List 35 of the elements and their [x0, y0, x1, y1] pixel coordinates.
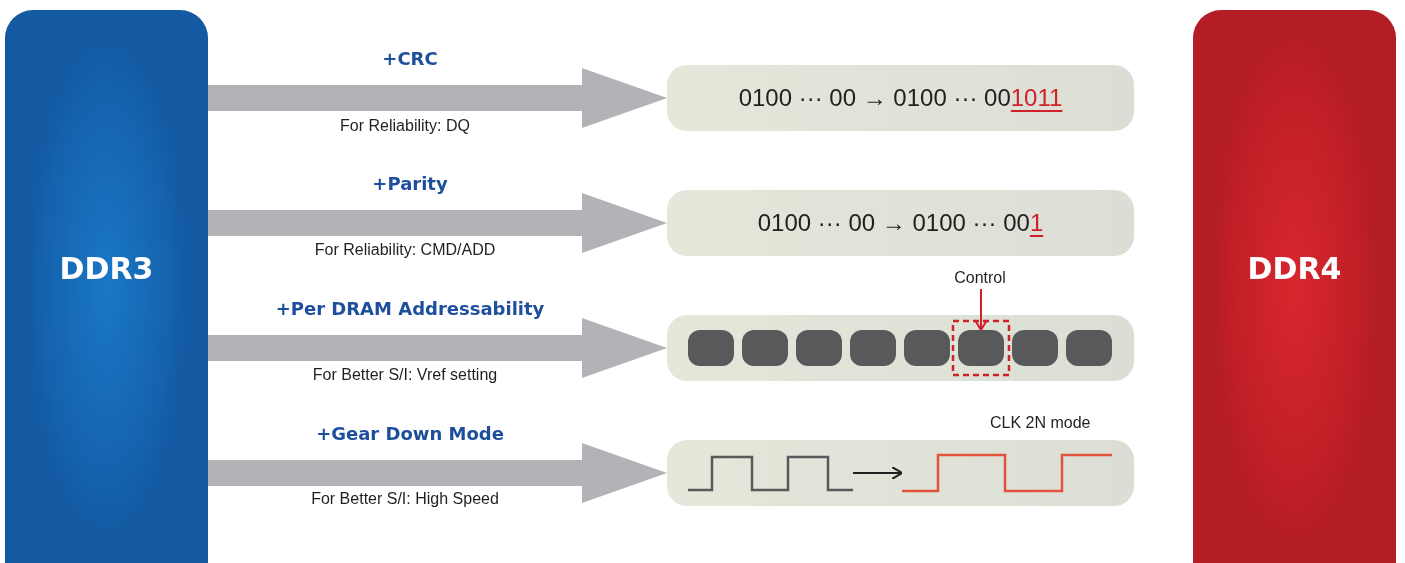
waveform-drawing	[688, 455, 853, 492]
feature-description: For Reliability: DQ	[340, 117, 470, 135]
arrow	[852, 466, 903, 480]
bit-sequence-panel	[667, 190, 1134, 256]
feature-description: For Reliability: CMD/ADD	[314, 241, 496, 259]
callout-label: Control	[935, 267, 1025, 289]
memory-chip	[688, 330, 734, 366]
memory-chip	[850, 330, 896, 366]
bit-sequence: 0100 ··· 00 → 0100 ··· 001011	[738, 84, 1063, 112]
memory-chip	[1066, 330, 1112, 366]
block-arrow	[208, 193, 667, 253]
feature-title: +Gear Down Mode	[316, 423, 504, 444]
memory-block	[5, 10, 208, 563]
feature-title: +Parity	[372, 173, 448, 194]
waveform-drawing	[902, 453, 1112, 493]
memory-chip	[958, 330, 1004, 366]
panel	[667, 315, 1134, 381]
block-arrow	[208, 68, 667, 128]
feature-description: For Better S/I: Vref setting	[312, 366, 498, 384]
memory-type-label: DDR3	[59, 251, 154, 286]
block-arrow	[208, 318, 667, 378]
memory-type-label: DDR4	[1247, 251, 1342, 286]
memory-chip	[742, 330, 788, 366]
feature-title: +Per DRAM Addressability	[275, 298, 545, 319]
memory-chip	[796, 330, 842, 366]
arrow	[974, 288, 988, 331]
feature-description: For Better S/I: High Speed	[311, 490, 499, 508]
bit-sequence: 0100 ··· 00 → 0100 ··· 001	[757, 209, 1044, 237]
feature-title: +CRC	[382, 48, 438, 69]
bit-sequence-panel	[667, 65, 1134, 131]
memory-chip	[904, 330, 950, 366]
memory-chip	[1012, 330, 1058, 366]
memory-block	[1193, 10, 1396, 563]
block-arrow	[208, 443, 667, 503]
mode-label: CLK 2N mode	[990, 414, 1091, 432]
